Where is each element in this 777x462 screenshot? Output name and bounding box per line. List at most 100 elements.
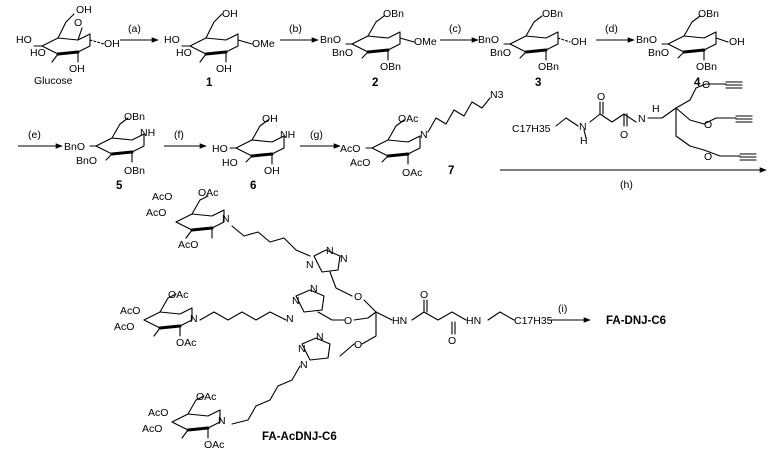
linker-o-mid: O <box>344 315 352 327</box>
triazole1-n2: N <box>326 245 334 257</box>
compound-1-structure: OH OMe HO HO OH 1 <box>164 8 275 89</box>
c1-ho-left: HO <box>164 34 180 46</box>
c3-bno-left: BnO <box>478 34 499 46</box>
bot-aco-2: AcO <box>142 423 162 435</box>
bot-oac-2: OAc <box>204 439 224 451</box>
c4-obn-c2: OBn <box>696 61 717 73</box>
core-o-2: O <box>448 335 456 347</box>
c4-obn-top: OBn <box>698 8 719 20</box>
mid-aco-1: AcO <box>120 305 140 317</box>
mid-oac-1: OAc <box>168 289 188 301</box>
arrow-b-label: (b) <box>289 23 302 35</box>
reagent-h2: H <box>652 103 660 115</box>
compound-2-structure: OBn OMe BnO BnO OBn 2 <box>320 8 437 89</box>
glucose-label: Glucose <box>34 75 73 87</box>
glucose-ho-c3: HO <box>30 47 46 59</box>
mid-aco-2: AcO <box>114 321 134 333</box>
compound-3-label: 3 <box>535 77 541 89</box>
c6-oh-top: OH <box>262 113 278 125</box>
core-nh: HN <box>392 315 407 327</box>
compound-7-label: 7 <box>448 165 454 177</box>
bot-n: N <box>218 415 226 427</box>
compound-1-label: 1 <box>206 77 213 89</box>
arrow-e-label: (e) <box>28 129 41 141</box>
c7-aco-c3: AcO <box>350 157 370 169</box>
top-n: N <box>222 213 230 225</box>
top-aco-2: AcO <box>146 207 166 219</box>
c5-obn-top: OBn <box>124 111 145 123</box>
c2-bno-c3: BnO <box>332 47 353 59</box>
triazole1-n1: N <box>306 259 314 271</box>
glucose-ho-left: HO <box>16 34 32 46</box>
c5-obn-c2: OBn <box>124 165 145 177</box>
glucose-oh-top: OH <box>76 4 92 16</box>
c3-oh: OH <box>571 36 587 48</box>
core-c17h35: C17H35 <box>514 315 553 327</box>
c7-oac-top: OAc <box>398 113 418 125</box>
bot-oac-1: OAc <box>196 391 216 403</box>
c6-nh: NH <box>280 129 295 141</box>
c1-oh-top: OH <box>222 8 238 20</box>
c5-nh: NH <box>140 127 155 139</box>
triazole2-n2: N <box>310 283 318 295</box>
reagent-o-bottom: O <box>620 129 628 141</box>
compound-4-label: 4 <box>694 77 701 89</box>
reagent-o3: O <box>704 151 712 163</box>
linker-o-top: O <box>354 291 362 303</box>
core-o-1: O <box>420 289 428 301</box>
reagent-n: N <box>638 113 646 125</box>
c7-n: N <box>420 129 428 141</box>
reagent-c17h35: C17H35 <box>512 123 551 135</box>
compound-5-structure: OBn NH BnO BnO OBn 5 <box>64 111 155 192</box>
c7-aco-left: AcO <box>340 143 360 155</box>
c3-obn-top: OBn <box>542 8 563 20</box>
compound-6-label: 6 <box>250 180 256 192</box>
c1-ome: OMe <box>252 38 275 50</box>
triazole3-n3: N <box>300 359 308 371</box>
c2-bno-left: BnO <box>320 34 341 46</box>
glucose-oh-c2: OH <box>69 63 85 75</box>
arrow-a-label: (a) <box>128 23 141 35</box>
compound-5-label: 5 <box>116 180 123 192</box>
arrow-i-label: (i) <box>558 303 567 315</box>
c1-ho-c3: HO <box>176 47 192 59</box>
triazole1-n3: N <box>340 253 348 265</box>
tri-alkyne-reagent: C17H35 O N H O N H O O O <box>512 79 757 163</box>
c6-ho-left: HO <box>212 143 228 155</box>
compound-7-structure: OAc N N3 AcO AcO OAc 7 <box>340 89 504 179</box>
c1-oh-c2: OH <box>216 63 232 75</box>
c4-oh: OH <box>729 36 745 48</box>
triazole3-n1: N <box>298 343 306 355</box>
fa-dnj-c6-label: FA-DNJ-C6 <box>606 315 666 327</box>
reagent-o1: O <box>702 79 710 91</box>
top-aco-3: AcO <box>178 239 198 251</box>
c3-obn-c2: OBn <box>538 61 559 73</box>
c4-bno-c3: BnO <box>648 47 669 59</box>
reagent-o-top: O <box>597 91 605 103</box>
top-oac-1: OAc <box>198 187 218 199</box>
glucose-structure: OH O OH HO HO OH Glucose <box>16 4 120 87</box>
c7-n3: N3 <box>490 89 504 101</box>
reagent-h: H <box>580 135 588 147</box>
glucose-oh-anomeric: OH <box>104 38 120 50</box>
linker-o-bottom: O <box>354 339 362 351</box>
c3-bno-c3: BnO <box>490 47 511 59</box>
top-aco-1: AcO <box>152 191 172 203</box>
arrow-d-label: (d) <box>605 23 618 35</box>
core-hn: HN <box>466 315 481 327</box>
triazole3-n2: N <box>316 331 324 343</box>
compound-3-structure: OBn OH BnO BnO OBn 3 <box>478 8 587 89</box>
compound-6-structure: OH NH HO HO OH 6 <box>212 113 295 192</box>
compound-4-structure: OBn OH BnO BnO OBn 4 <box>636 8 745 89</box>
compound-2-label: 2 <box>372 77 378 89</box>
mid-n: N <box>190 313 198 325</box>
bot-aco-1: AcO <box>148 407 168 419</box>
c2-obn-top: OBn <box>383 8 404 20</box>
arrow-c-label: (c) <box>449 23 461 35</box>
c2-obn-c2: OBn <box>380 61 401 73</box>
c6-ho-c3: HO <box>222 157 238 169</box>
arrow-h-label: (h) <box>620 179 633 191</box>
arrow-f-label: (f) <box>174 129 184 141</box>
c7-oac-c2: OAc <box>402 167 422 179</box>
